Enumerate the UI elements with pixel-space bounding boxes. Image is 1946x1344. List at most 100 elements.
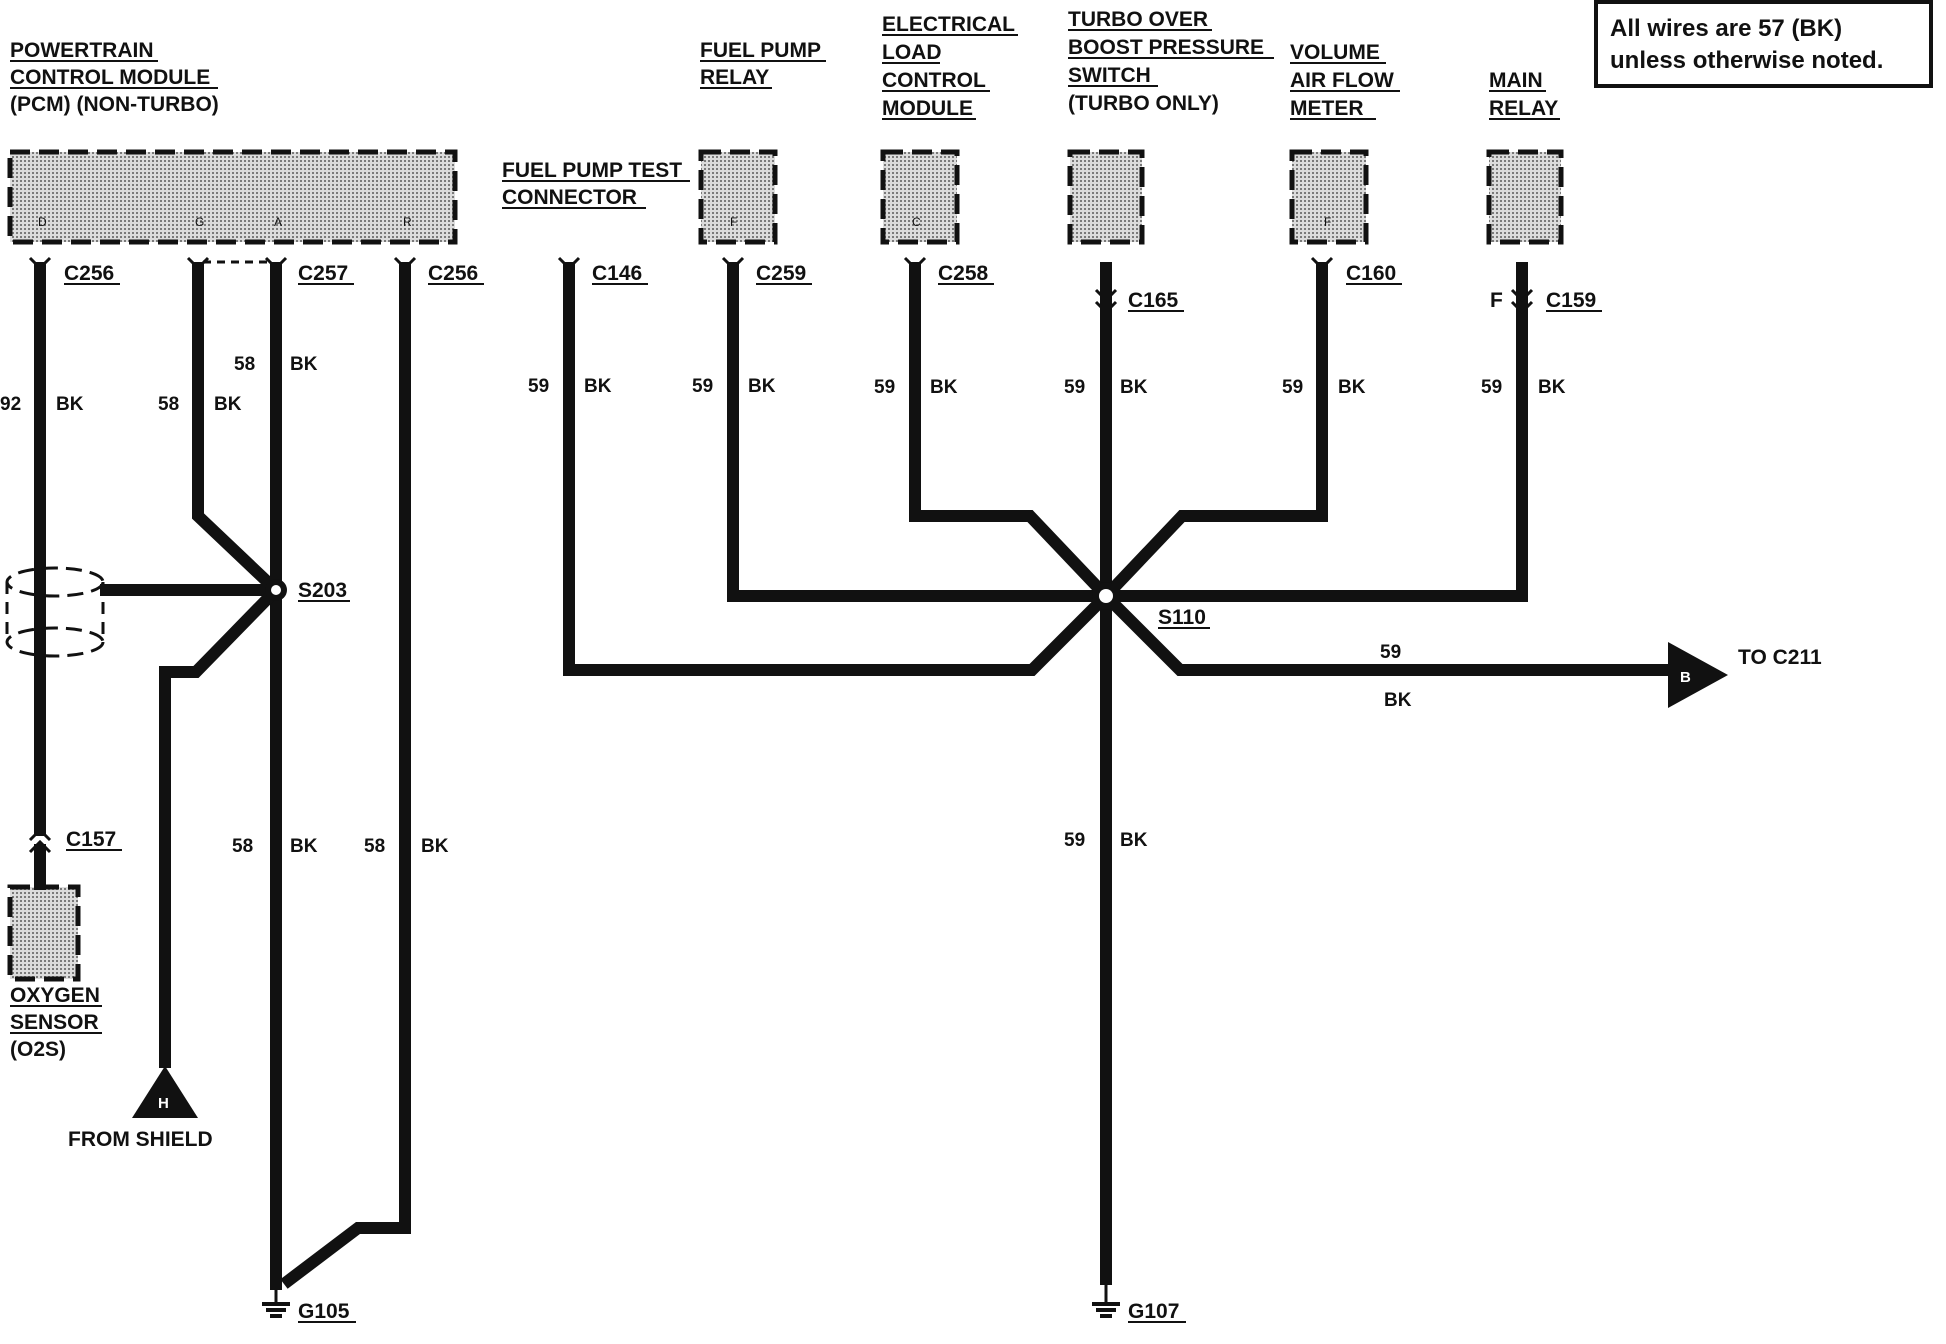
pcm-pin-a: A bbox=[274, 215, 282, 229]
wire-labels: 92 BK 58 BK 58 BK 58 BK 58 BK 59 BK 59 B… bbox=[0, 354, 1566, 857]
note-box: All wires are 57 (BK) unless otherwise n… bbox=[1594, 0, 1933, 88]
oxygen-sensor: OXYGEN SENSOR (O2S) bbox=[7, 884, 102, 1061]
note-line-2: unless otherwise noted. bbox=[1610, 47, 1883, 74]
svg-text:BK: BK bbox=[290, 354, 318, 375]
offpage-connector-b: B TO C211 bbox=[1668, 642, 1822, 708]
svg-text:59: 59 bbox=[874, 377, 895, 398]
fuel-pump-test-connector-label: FUEL PUMP TEST CONNECTOR bbox=[502, 159, 690, 209]
svg-text:BK: BK bbox=[1384, 690, 1412, 711]
pcm-pin-g: G bbox=[195, 215, 204, 229]
connector-c157: C157 bbox=[66, 828, 116, 851]
svg-text:58: 58 bbox=[158, 394, 179, 415]
svg-text:59: 59 bbox=[1282, 377, 1303, 398]
svg-text:BK: BK bbox=[930, 377, 958, 398]
svg-text:(TURBO ONLY): (TURBO ONLY) bbox=[1068, 92, 1219, 115]
svg-text:RELAY: RELAY bbox=[700, 66, 769, 89]
offpage-b-label: TO C211 bbox=[1738, 646, 1822, 669]
svg-text:SWITCH: SWITCH bbox=[1068, 64, 1151, 87]
wires-left bbox=[34, 260, 411, 1290]
pcm-pin-r: R bbox=[403, 215, 412, 229]
volume-air-flow-meter: F VOLUME AIR FLOW METER bbox=[1289, 41, 1400, 245]
elcm-pin: C bbox=[912, 215, 921, 229]
connector-c256-right: C256 bbox=[428, 262, 478, 285]
turbo-over-boost-pressure-switch: TURBO OVER BOOST PRESSURE SWITCH (TURBO … bbox=[1067, 8, 1274, 245]
svg-text:METER: METER bbox=[1290, 97, 1364, 120]
connector-c159-pin: F bbox=[1490, 289, 1503, 312]
pcm-pin-d: D bbox=[38, 215, 47, 229]
main-relay: MAIN RELAY bbox=[1486, 69, 1564, 245]
svg-text:TURBO OVER: TURBO OVER bbox=[1068, 8, 1208, 31]
svg-text:BK: BK bbox=[748, 376, 776, 397]
splice-s203: S203 bbox=[265, 579, 350, 602]
svg-text:BK: BK bbox=[214, 394, 242, 415]
svg-text:BOOST PRESSURE: BOOST PRESSURE bbox=[1068, 36, 1264, 59]
svg-text:CONNECTOR: CONNECTOR bbox=[502, 186, 637, 209]
connector-c258: C258 bbox=[938, 262, 989, 285]
ground-g107-label: G107 bbox=[1128, 1300, 1179, 1323]
svg-text:BK: BK bbox=[1538, 377, 1566, 398]
svg-text:POWERTRAIN: POWERTRAIN bbox=[10, 39, 154, 62]
svg-text:59: 59 bbox=[1481, 377, 1502, 398]
electrical-load-control-module: C ELECTRICAL LOAD CONTROL MODULE bbox=[880, 13, 1018, 245]
connector-c159: C159 bbox=[1546, 289, 1596, 312]
svg-text:BK: BK bbox=[584, 376, 612, 397]
offpage-h-label: FROM SHIELD bbox=[68, 1128, 213, 1151]
svg-text:VOLUME: VOLUME bbox=[1290, 41, 1380, 64]
svg-text:(O2S): (O2S) bbox=[10, 1038, 66, 1061]
svg-text:CONTROL MODULE: CONTROL MODULE bbox=[10, 66, 210, 89]
connector-c256-left: C256 bbox=[64, 262, 114, 285]
offpage-h-letter: H bbox=[158, 1095, 169, 1112]
note-line-1: All wires are 57 (BK) bbox=[1610, 15, 1842, 42]
fuel-pump-relay: F FUEL PUMP RELAY bbox=[698, 39, 826, 245]
svg-text:BK: BK bbox=[56, 394, 84, 415]
connector-c165: C165 bbox=[1128, 289, 1179, 312]
connector-c259: C259 bbox=[756, 262, 806, 285]
svg-text:AIR FLOW: AIR FLOW bbox=[1290, 69, 1394, 92]
svg-text:BK: BK bbox=[421, 836, 449, 857]
offpage-connector-h: H FROM SHIELD bbox=[68, 1066, 213, 1151]
svg-text:58: 58 bbox=[232, 836, 253, 857]
svg-text:ELECTRICAL: ELECTRICAL bbox=[882, 13, 1015, 36]
pcm-module: D G A R bbox=[7, 149, 458, 245]
svg-text:(PCM) (NON-TURBO): (PCM) (NON-TURBO) bbox=[10, 93, 219, 116]
ground-g105-label: G105 bbox=[298, 1300, 350, 1323]
svg-text:BK: BK bbox=[1120, 377, 1148, 398]
fuel-pump-relay-pin: F bbox=[730, 215, 737, 229]
pcm-label: POWERTRAIN CONTROL MODULE (PCM) (NON-TUR… bbox=[10, 39, 219, 116]
svg-text:58: 58 bbox=[234, 354, 255, 375]
svg-text:92: 92 bbox=[0, 394, 21, 415]
connector-c257: C257 bbox=[298, 262, 348, 285]
svg-text:CONTROL: CONTROL bbox=[882, 69, 986, 92]
shield-cylinder bbox=[5, 566, 105, 658]
svg-text:59: 59 bbox=[1064, 377, 1085, 398]
connector-c146: C146 bbox=[592, 262, 642, 285]
svg-text:BK: BK bbox=[1120, 830, 1148, 851]
ground-icon bbox=[262, 1290, 290, 1318]
splice-s110: S110 bbox=[1092, 582, 1210, 629]
svg-text:SENSOR: SENSOR bbox=[10, 1011, 99, 1034]
connector-labels: C256 C257 C256 C146 C259 C258 C165 C160 … bbox=[64, 262, 1602, 851]
svg-text:MODULE: MODULE bbox=[882, 97, 973, 120]
svg-text:59: 59 bbox=[1064, 830, 1085, 851]
connector-tabs bbox=[28, 256, 1534, 854]
svg-text:OXYGEN: OXYGEN bbox=[10, 984, 100, 1007]
connector-c160: C160 bbox=[1346, 262, 1396, 285]
svg-text:58: 58 bbox=[364, 836, 385, 857]
svg-text:BK: BK bbox=[1338, 377, 1366, 398]
svg-text:59: 59 bbox=[528, 376, 549, 397]
splice-s110-label: S110 bbox=[1158, 606, 1206, 629]
ground-g107: G107 bbox=[1092, 1285, 1186, 1323]
svg-text:FUEL PUMP: FUEL PUMP bbox=[700, 39, 821, 62]
splice-s203-label: S203 bbox=[298, 579, 347, 602]
svg-text:59: 59 bbox=[692, 376, 713, 397]
svg-text:59: 59 bbox=[1380, 642, 1401, 663]
svg-text:BK: BK bbox=[290, 836, 318, 857]
vaf-pin: F bbox=[1324, 215, 1331, 229]
svg-text:MAIN: MAIN bbox=[1489, 69, 1543, 92]
svg-text:RELAY: RELAY bbox=[1489, 97, 1558, 120]
wires-right bbox=[563, 262, 1680, 1285]
ground-g105: G105 bbox=[262, 1290, 356, 1323]
svg-text:LOAD: LOAD bbox=[882, 41, 942, 64]
offpage-b-letter: B bbox=[1680, 669, 1691, 686]
